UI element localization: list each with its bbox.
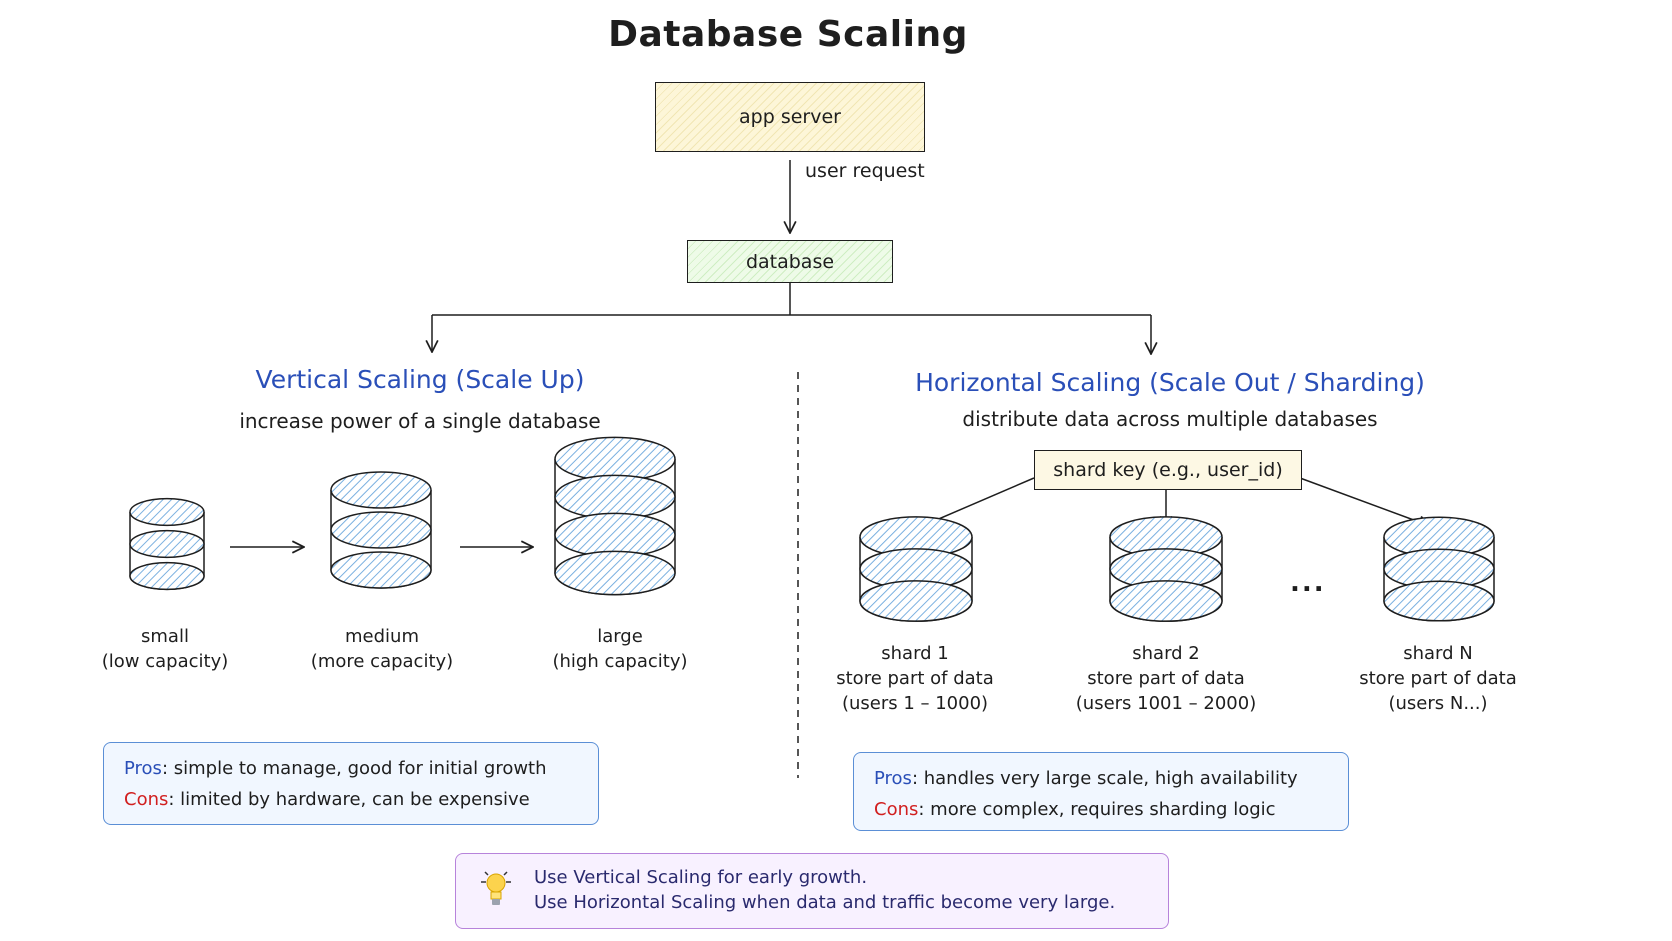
- more-shards-ellipsis: ...: [1290, 568, 1326, 598]
- tier-small-caption: small (low capacity): [85, 624, 245, 674]
- cons-text: : limited by hardware, can be expensive: [168, 789, 530, 810]
- cylinder-disk: [330, 471, 432, 509]
- cylinder-disk: [129, 561, 205, 591]
- recommendation-tip: Use Vertical Scaling for early growth. U…: [455, 853, 1169, 929]
- shard-2-caption: shard 2 store part of data (users 1001 –…: [1056, 641, 1276, 716]
- shard-key-label: shard key (e.g., user_id): [1053, 459, 1283, 481]
- horizontal-pros-cons-panel: Pros: handles very large scale, high ava…: [853, 752, 1349, 831]
- shard-n-name: shard N: [1403, 643, 1473, 664]
- shard-arrow-n: [1299, 477, 1430, 526]
- shard-key-box: shard key (e.g., user_id): [1034, 450, 1302, 490]
- pros-text: : handles very large scale, high availab…: [911, 768, 1298, 789]
- shard-1-range: (users 1 – 1000): [841, 693, 989, 714]
- shard-1-caption: shard 1 store part of data (users 1 – 10…: [815, 641, 1015, 716]
- shard-n-range: (users N...): [1388, 693, 1488, 714]
- large-db-cylinder: [554, 436, 676, 596]
- tier-medium-caption: medium (more capacity): [297, 624, 467, 674]
- diagram-title: Database Scaling: [608, 14, 968, 55]
- tier-small-name: small: [141, 626, 189, 647]
- cylinder-disk: [330, 551, 432, 589]
- cylinder-disk: [129, 497, 205, 527]
- vertical-heading: Vertical Scaling (Scale Up): [255, 365, 585, 394]
- shard-1-name: shard 1: [881, 643, 949, 664]
- shard-2-desc: store part of data: [1087, 668, 1245, 689]
- cylinder-disk: [554, 474, 676, 520]
- pros-text: : simple to manage, good for initial gro…: [161, 758, 547, 779]
- cylinder-disk: [330, 511, 432, 549]
- vertical-subtitle: increase power of a single database: [239, 409, 601, 433]
- shard-2-range: (users 1001 – 2000): [1075, 693, 1257, 714]
- tier-small-detail: (low capacity): [101, 651, 229, 672]
- tier-medium-detail: (more capacity): [310, 651, 454, 672]
- horizontal-heading: Horizontal Scaling (Scale Out / Sharding…: [915, 368, 1425, 397]
- tier-large-caption: large (high capacity): [535, 624, 705, 674]
- cylinder-disk: [129, 529, 205, 559]
- small-db-cylinder: [129, 497, 205, 591]
- tip-line-2: Use Horizontal Scaling when data and tra…: [534, 892, 1116, 913]
- tier-large-detail: (high capacity): [552, 651, 688, 672]
- cylinder-disk: [1109, 580, 1223, 622]
- cylinder-disk: [1383, 580, 1495, 622]
- horizontal-pros-line: Pros: handles very large scale, high ava…: [874, 763, 1328, 794]
- app-server-label: app server: [739, 106, 841, 128]
- medium-db-cylinder: [330, 471, 432, 589]
- shard-1-desc: store part of data: [836, 668, 994, 689]
- vertical-cons-line: Cons: limited by hardware, can be expens…: [124, 784, 578, 815]
- cons-label: Cons: [874, 799, 919, 820]
- cons-text: : more complex, requires sharding logic: [918, 799, 1276, 820]
- shard-2-name: shard 2: [1132, 643, 1200, 664]
- database-box: database: [687, 240, 893, 283]
- database-label: database: [745, 250, 835, 273]
- tier-large-name: large: [597, 626, 643, 647]
- vertical-pros-cons-panel: Pros: simple to manage, good for initial…: [103, 742, 599, 825]
- tier-medium-name: medium: [345, 626, 419, 647]
- vertical-pros-line: Pros: simple to manage, good for initial…: [124, 753, 578, 784]
- cylinder-disk: [554, 436, 676, 482]
- cylinder-disk: [554, 550, 676, 596]
- pros-label: Pros: [124, 758, 162, 779]
- horizontal-cons-line: Cons: more complex, requires sharding lo…: [874, 794, 1328, 825]
- cylinder-disk: [554, 512, 676, 558]
- cons-label: Cons: [124, 789, 169, 810]
- tip-line-1: Use Vertical Scaling for early growth.: [534, 867, 868, 888]
- cylinder-disk: [859, 580, 973, 622]
- shard-1-cylinder: [859, 516, 973, 622]
- user-request-label: user request: [805, 160, 925, 182]
- lightbulb-icon: [481, 871, 511, 905]
- horizontal-subtitle: distribute data across multiple database…: [962, 407, 1378, 431]
- shard-2-cylinder: [1109, 516, 1223, 622]
- database-cylinders: [129, 436, 1495, 622]
- shard-n-desc: store part of data: [1359, 668, 1517, 689]
- app-server-box: app server: [655, 82, 925, 152]
- shard-n-cylinder: [1383, 516, 1495, 622]
- shard-n-caption: shard N store part of data (users N...): [1338, 641, 1538, 716]
- pros-label: Pros: [874, 768, 912, 789]
